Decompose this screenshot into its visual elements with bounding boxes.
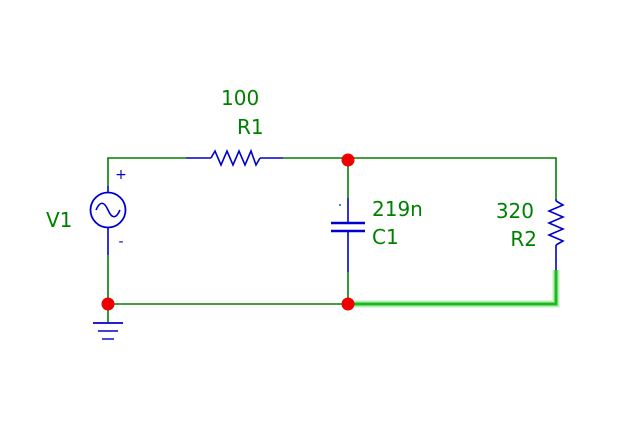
ground-symbol[interactable] (93, 322, 123, 340)
c1-designator-label[interactable]: C1 (372, 225, 399, 249)
voltage-source-v1[interactable]: + - (89, 167, 127, 255)
junction-node-bottom-left[interactable] (101, 297, 115, 311)
v1-designator-label[interactable]: V1 (46, 208, 72, 232)
r1-value-label[interactable]: 100 (221, 86, 259, 110)
r2-designator-label[interactable]: R2 (510, 227, 537, 251)
r1-designator-label[interactable]: R1 (237, 115, 264, 139)
ac-source-icon (89, 191, 127, 229)
sine-wave-icon (95, 202, 121, 218)
wires[interactable] (107, 157, 557, 322)
v1-plus-sign: + (115, 167, 127, 183)
resistor-zigzag-icon (546, 200, 566, 246)
junction-node-bottom-middle[interactable] (341, 297, 355, 311)
resistor-r1[interactable] (186, 148, 283, 168)
resistor-r2[interactable] (546, 199, 566, 270)
c1-value-label[interactable]: 219n (372, 197, 423, 221)
wire-node-top-to-r2[interactable] (348, 157, 557, 199)
capacitor-polarity-dot (339, 204, 341, 206)
selected-wire-highlight[interactable] (348, 270, 560, 308)
v1-minus-sign: - (118, 234, 123, 250)
wire-v1-to-r1[interactable] (107, 157, 186, 186)
junction-node-top[interactable] (341, 153, 355, 167)
capacitor-c1[interactable] (331, 198, 365, 272)
component-labels: 100 R1 V1 219n C1 320 R2 (46, 86, 537, 251)
r2-value-label[interactable]: 320 (496, 199, 534, 223)
junction-nodes[interactable] (101, 153, 355, 311)
resistor-zigzag-icon (210, 148, 261, 168)
